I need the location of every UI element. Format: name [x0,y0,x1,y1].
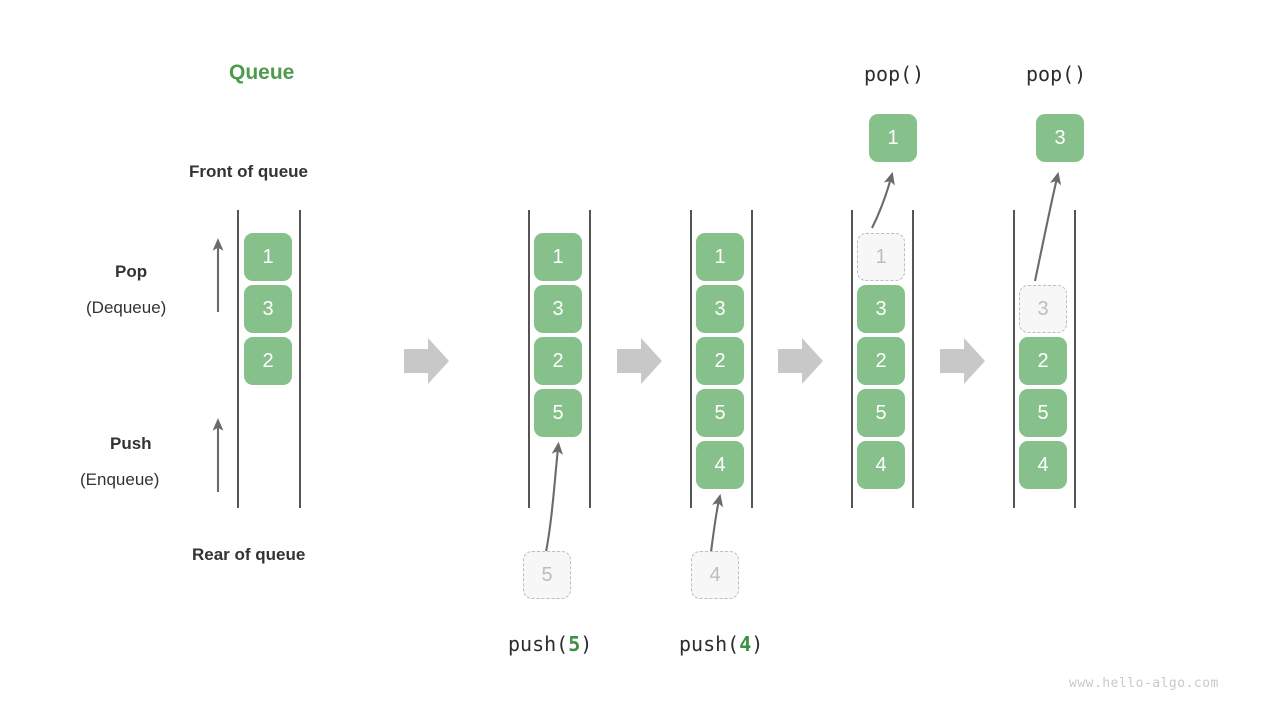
watermark: www.hello-algo.com [1069,676,1219,691]
operation-label-pop-1: pop() [864,62,924,86]
queue-cell: 1 [534,233,582,281]
push-label: Push [110,434,152,453]
queue-cell: 2 [534,337,582,385]
op-open-paren: ( [900,62,913,86]
op-open-paren: ( [556,632,569,656]
queue-rail-left [1013,210,1015,508]
front-of-queue-label: Front of queue [189,162,308,181]
queue-cell: 2 [696,337,744,385]
queue-cell: 5 [696,389,744,437]
queue-cell: 2 [1019,337,1067,385]
operation-label-pop-3: pop() [1026,62,1086,86]
op-open-paren: ( [1062,62,1075,86]
operation-label-push-4: push(4) [679,632,763,656]
flow-arrow-3 [778,338,823,384]
flow-arrow-1 [404,338,449,384]
op-fn: pop [864,62,901,86]
queue-rail-right [1074,210,1076,508]
op-fn: pop [1026,62,1063,86]
queue-cell: 1 [696,233,744,281]
queue-rail-right [751,210,753,508]
queue-cell: 3 [696,285,744,333]
pop-3-motion-arrow [1033,171,1062,282]
pop-1-motion-arrow [871,171,895,229]
queue-cell: 5 [857,389,905,437]
queue-rail-left [690,210,692,508]
queue-rail-right [299,210,301,508]
op-open-paren: ( [727,632,740,656]
queue-rail-right [912,210,914,508]
queue-rail-left [237,210,239,508]
queue-ghost-cell: 3 [1019,285,1067,333]
popped-cell: 3 [1036,114,1084,162]
queue-cell: 3 [857,285,905,333]
queue-cell: 3 [534,285,582,333]
op-fn: push [679,632,728,656]
op-fn: push [508,632,557,656]
op-close-paren: ) [580,632,593,656]
queue-cell: 4 [857,441,905,489]
queue-cell: 1 [244,233,292,281]
queue-ghost-cell: 5 [523,551,571,599]
queue-cell: 5 [1019,389,1067,437]
pop-sublabel: (Dequeue) [86,298,167,317]
op-arg: 4 [739,632,752,656]
queue-rail-right [589,210,591,508]
op-arg: 5 [568,632,581,656]
queue-ghost-cell: 1 [857,233,905,281]
push-4-motion-arrow [709,493,724,553]
op-close-paren: ) [1074,62,1087,86]
pop-label: Pop [115,262,148,281]
rear-of-queue-label: Rear of queue [192,545,306,564]
queue-cell: 4 [696,441,744,489]
flow-arrow-2 [617,338,662,384]
queue-cell: 2 [857,337,905,385]
op-close-paren: ) [751,632,764,656]
op-close-paren: ) [912,62,925,86]
queue-cell: 4 [1019,441,1067,489]
queue-ghost-cell: 4 [691,551,739,599]
popped-cell: 1 [869,114,917,162]
queue-rail-left [851,210,853,508]
operation-label-push-5: push(5) [508,632,592,656]
push-sublabel: (Enqueue) [80,470,160,489]
queue-cell: 2 [244,337,292,385]
push-5-motion-arrow [544,441,564,553]
queue-rail-left [528,210,530,508]
flow-arrow-4 [940,338,985,384]
page-title: Queue [229,61,295,84]
queue-cell: 5 [534,389,582,437]
queue-cell: 3 [244,285,292,333]
